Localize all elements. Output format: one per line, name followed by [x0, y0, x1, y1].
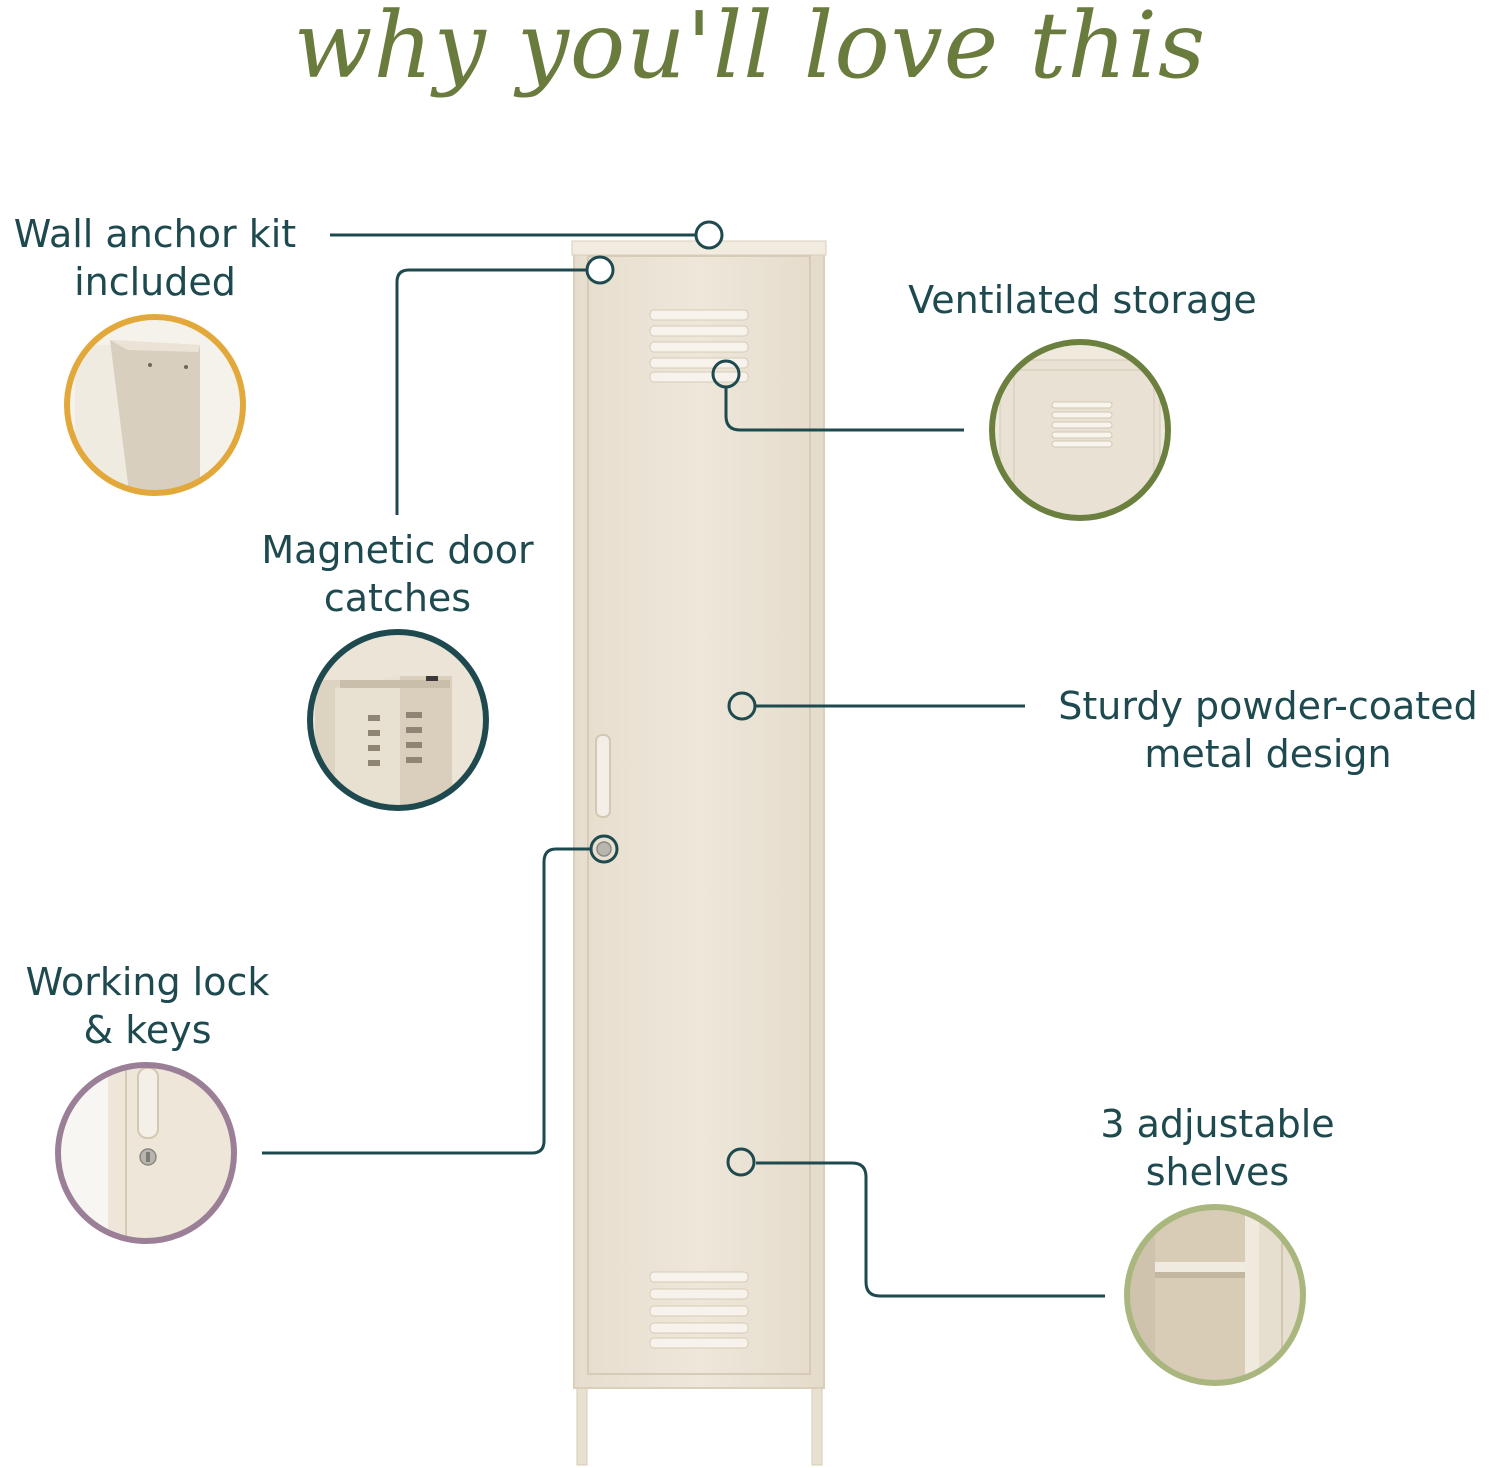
feature-magnetic: Magnetic door catches	[230, 526, 565, 622]
ring-lock	[55, 1062, 237, 1244]
feature-lock-line1: Working lock	[25, 960, 270, 1004]
feature-shelves-line1: 3 adjustable	[1100, 1102, 1335, 1146]
feature-metal-line1: Sturdy powder-coated	[1058, 684, 1478, 728]
ring-magnetic	[307, 629, 489, 811]
locker-leg-right	[811, 1384, 823, 1466]
shelf-closeup	[1124, 1204, 1306, 1386]
feature-magnetic-line1: Magnetic door	[261, 528, 534, 572]
feature-ventilated-line1: Ventilated storage	[908, 278, 1257, 322]
locker-door	[587, 255, 811, 1375]
ring-wall-anchor	[64, 314, 246, 496]
leader-shelves	[756, 1161, 1105, 1298]
callout-markers	[585, 220, 757, 1177]
leader-lines	[262, 233, 1105, 1298]
locker	[571, 240, 827, 1466]
locker-leg-left	[576, 1384, 588, 1466]
feature-wall-anchor-line2: included	[74, 260, 236, 304]
marker-ventilated	[711, 359, 741, 389]
locker-body	[573, 241, 825, 1389]
leader-ventilated	[724, 388, 964, 432]
wall-anchor-closeup	[64, 314, 246, 496]
feature-lock-line2: & keys	[83, 1008, 212, 1052]
feature-metal: Sturdy powder-coated metal design	[1036, 682, 1500, 778]
feature-ventilated: Ventilated storage	[880, 276, 1285, 324]
feature-lock: Working lock & keys	[0, 958, 295, 1054]
feature-wall-anchor: Wall anchor kit included	[0, 210, 310, 306]
door-catch-closeup	[307, 629, 489, 811]
locker-lock	[596, 841, 612, 857]
feature-metal-line2: metal design	[1144, 732, 1392, 776]
lock-closeup	[55, 1062, 237, 1244]
locker-handle	[595, 734, 611, 818]
marker-magnetic	[585, 255, 615, 285]
marker-metal	[727, 691, 757, 721]
leader-magnetic	[395, 268, 586, 515]
marker-lock	[589, 834, 619, 864]
vent-closeup	[989, 339, 1171, 521]
leader-lock	[262, 847, 590, 1155]
marker-shelves	[726, 1147, 756, 1177]
feature-shelves: 3 adjustable shelves	[1070, 1100, 1365, 1196]
ring-shelves	[1124, 1204, 1306, 1386]
feature-magnetic-line2: catches	[323, 576, 472, 620]
locker-bottom-vents	[649, 1271, 749, 1349]
ring-ventilated	[989, 339, 1171, 521]
feature-wall-anchor-line1: Wall anchor kit	[13, 212, 297, 256]
feature-shelves-line2: shelves	[1145, 1150, 1290, 1194]
marker-wall-anchor	[694, 220, 724, 250]
headline: why you'll love this	[293, 0, 1207, 99]
